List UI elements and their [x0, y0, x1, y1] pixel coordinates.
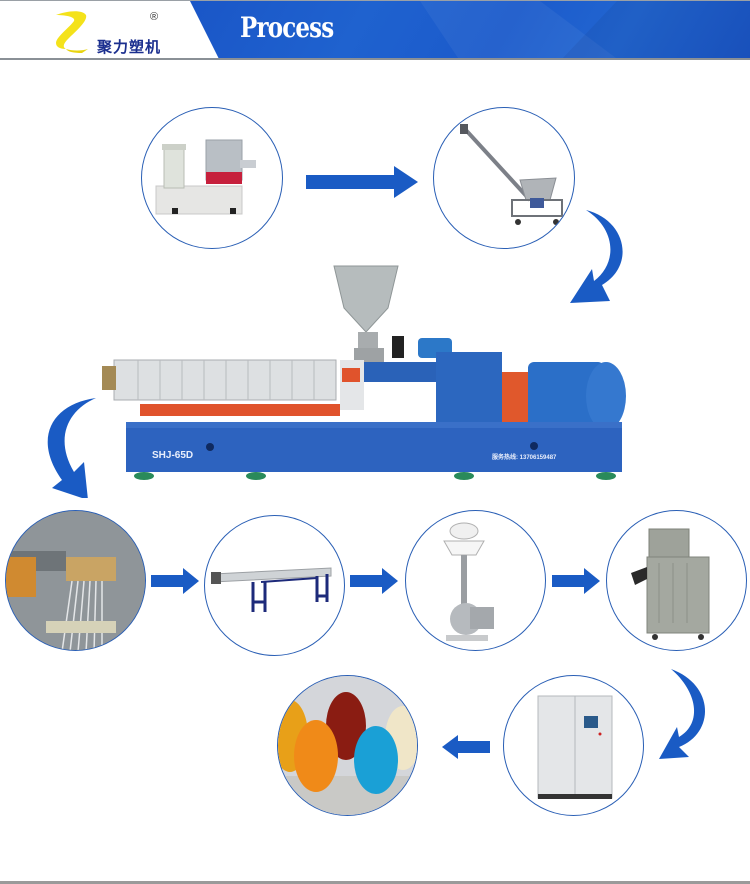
step-control-cabinet — [503, 675, 644, 816]
step-cooling-trough — [204, 515, 345, 656]
die-head-strands-icon — [6, 511, 145, 650]
curved-arrow-down-icon — [47, 398, 96, 498]
registered-mark: ® — [150, 11, 159, 23]
colored-pellets-icon — [278, 676, 417, 815]
blower-icon — [443, 522, 494, 641]
pelletizer-icon — [631, 528, 710, 640]
arrow-right-icon — [151, 568, 199, 594]
curved-arrow-down-icon — [659, 669, 706, 759]
arrow-right-icon — [552, 568, 600, 594]
extruder-machine-icon — [102, 265, 626, 480]
header-banner: ® 聚力塑机 Process — [0, 0, 750, 60]
step-die-head — [5, 510, 146, 651]
arrow-right-icon — [306, 166, 418, 198]
electric-cabinet-icon — [537, 695, 613, 799]
step-final-pellets — [277, 675, 418, 816]
mixer-machine-icon — [155, 139, 256, 215]
cooling-trough-icon — [211, 567, 332, 612]
screw-feeder-icon — [460, 124, 563, 225]
curved-arrow-down-icon — [570, 210, 623, 303]
page-title: Process — [240, 11, 334, 44]
step-screw-loader — [433, 107, 575, 249]
step-mixer — [141, 107, 283, 249]
arrow-right-icon — [350, 568, 398, 594]
step-twin-screw-extruder: SHJ-65D 服务热线: 13706159487 — [96, 262, 656, 482]
step-pelletizer — [606, 510, 747, 651]
banner-blue-panel — [190, 1, 750, 58]
machine-model-label: SHJ-65D — [152, 450, 194, 461]
arrow-left-icon — [442, 735, 490, 759]
step-air-blower — [405, 510, 546, 651]
bottom-divider — [0, 881, 750, 884]
brand-logo-icon — [56, 11, 88, 53]
brand-name: 聚力塑机 — [97, 38, 162, 56]
machine-service-label: 服务热线: 13706159487 — [492, 455, 557, 461]
